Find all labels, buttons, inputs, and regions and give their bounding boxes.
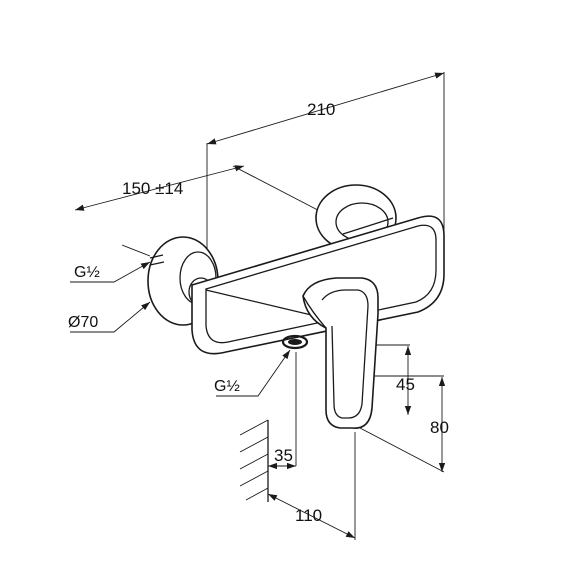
dimension-texts: 210 150 ±14 45 80 35 110 bbox=[122, 100, 449, 525]
dim-total-height: 80 bbox=[430, 418, 449, 437]
label-inlet-thread: G½ bbox=[74, 264, 100, 281]
shower-outlet bbox=[281, 334, 309, 350]
dimline-210 bbox=[206, 72, 445, 145]
label-rosette-diameter: Ø70 bbox=[68, 314, 98, 331]
dimension-lines bbox=[74, 72, 446, 539]
leader-inlet-thread bbox=[70, 261, 151, 283]
dim-handle-height: 45 bbox=[396, 375, 415, 394]
wall-hatch bbox=[239, 419, 269, 502]
dim-projection: 110 bbox=[295, 506, 322, 525]
callout-labels: G½ Ø70 G½ bbox=[68, 264, 240, 395]
lever-handle bbox=[302, 277, 379, 429]
dimline-150 bbox=[74, 165, 245, 211]
dimline-110 bbox=[267, 493, 356, 539]
dim-connection-spacing: 150 ±14 bbox=[122, 179, 183, 198]
leader-lines bbox=[70, 261, 291, 397]
leader-outlet-thread bbox=[216, 349, 291, 397]
leader-rosette-diameter bbox=[70, 301, 151, 333]
label-outlet-thread: G½ bbox=[214, 378, 240, 395]
dim-wall-offset: 35 bbox=[274, 446, 293, 465]
dim-overall-width: 210 bbox=[307, 100, 335, 119]
